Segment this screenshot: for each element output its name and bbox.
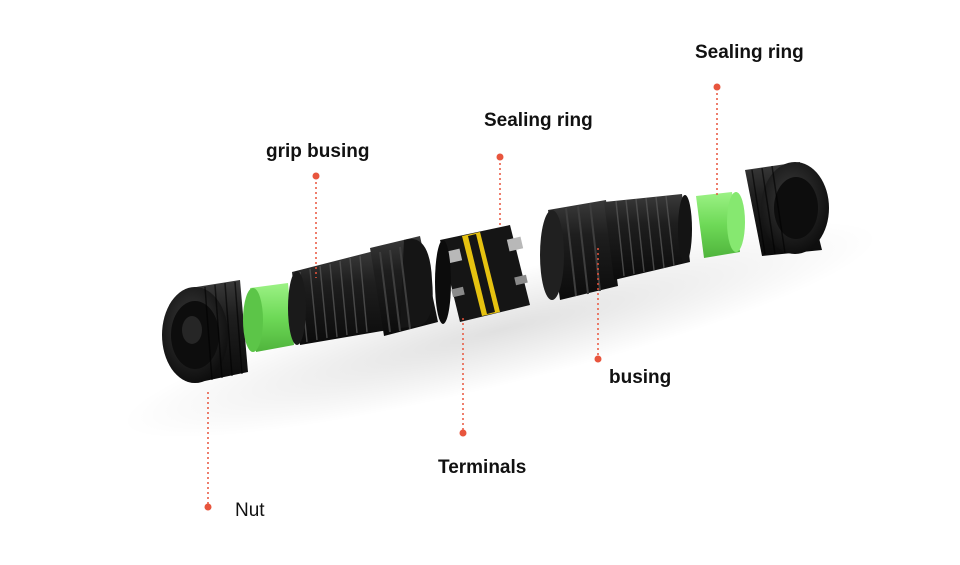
label-terminals: Terminals	[438, 457, 527, 478]
floor-shadow	[121, 221, 879, 439]
label-busing: busing	[609, 367, 672, 388]
nut-left	[162, 280, 248, 383]
connector-body-right	[540, 194, 692, 300]
label-sealing-ring-center: Sealing ring	[484, 110, 593, 131]
leader-dot-sealing-ring-center	[496, 153, 504, 161]
leader-dot-sealing-ring-right	[713, 83, 721, 91]
label-sealing-ring-right: Sealing ring	[695, 42, 804, 63]
nut-right	[745, 162, 829, 256]
leader-lines	[207, 88, 718, 506]
leader-dot-nut	[204, 503, 212, 511]
label-nut: Nut	[235, 500, 265, 521]
leader-dot-busing	[594, 355, 602, 363]
sealing-ring-left	[243, 283, 294, 352]
leader-dot-grip-busing	[312, 172, 320, 180]
leader-dots	[204, 83, 721, 511]
leader-dot-terminals	[459, 429, 467, 437]
terminal-block	[435, 225, 530, 324]
sealing-ring-right	[696, 192, 745, 258]
label-grip-busing: grip busing	[266, 141, 370, 162]
